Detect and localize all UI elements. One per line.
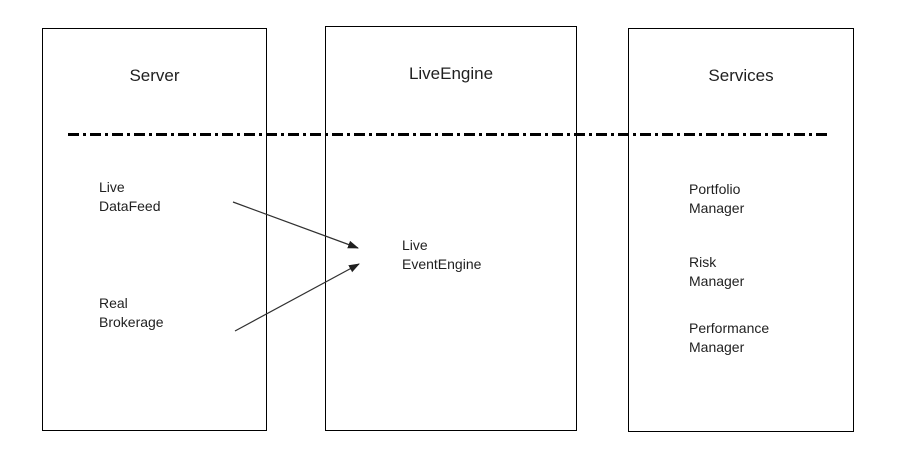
label-line: EventEngine (402, 256, 482, 272)
label-live-eventengine: Live EventEngine (402, 236, 481, 274)
label-line: Portfolio (689, 181, 741, 197)
label-line: Live (402, 237, 428, 253)
label-line: Performance (689, 320, 770, 336)
label-line: DataFeed (99, 198, 161, 214)
label-live-datafeed: Live DataFeed (99, 178, 160, 216)
label-line: Manager (689, 273, 745, 289)
label-line: Risk (689, 254, 717, 270)
label-line: Real (99, 295, 128, 311)
label-performance-manager: Performance Manager (689, 319, 769, 357)
services-title: Services (708, 66, 774, 85)
label-line: Manager (689, 200, 745, 216)
server-title: Server (129, 66, 180, 85)
label-line: Manager (689, 339, 745, 355)
live-engine-title: LiveEngine (408, 64, 494, 83)
label-risk-manager: Risk Manager (689, 253, 744, 291)
label-portfolio-manager: Portfolio Manager (689, 180, 744, 218)
services-box: Services Portfolio Manager Risk Manager … (628, 28, 854, 432)
label-line: Brokerage (99, 314, 164, 330)
label-line: Live (99, 179, 125, 195)
label-real-brokerage: Real Brokerage (99, 294, 164, 332)
server-box: Server Live DataFeed Real Brokerage (42, 28, 267, 431)
live-engine-box: LiveEngine Live EventEngine (325, 26, 577, 431)
